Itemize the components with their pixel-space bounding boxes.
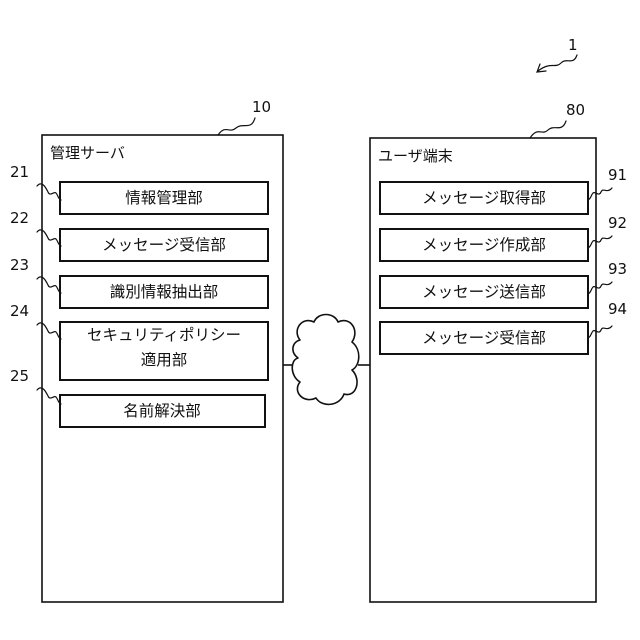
- terminal-unit-93-ref: 93: [608, 260, 627, 278]
- server-unit-22-label: メッセージ受信部: [102, 236, 226, 254]
- terminal-unit-92-ref: 92: [608, 214, 627, 232]
- terminal-unit-94-ref: 94: [608, 300, 627, 318]
- server-unit-24-label-line-2: 適用部: [141, 351, 188, 369]
- server-unit-22-ref: 22: [10, 209, 29, 227]
- server-unit-23-label: 識別情報抽出部: [110, 283, 219, 301]
- terminal-unit-92-label: メッセージ作成部: [422, 236, 546, 254]
- figure-ref-label: 1: [568, 36, 578, 54]
- server-unit-23-ref: 23: [10, 256, 29, 274]
- server-unit-24-ref: 24: [10, 302, 29, 320]
- terminal-ref-label: 80: [566, 101, 585, 119]
- server-ref-label: 10: [252, 98, 271, 116]
- terminal-unit-91-label: メッセージ取得部: [422, 189, 546, 207]
- server-unit-21-ref: 21: [10, 163, 29, 181]
- server-unit-25-label: 名前解決部: [123, 402, 201, 420]
- server-block: 管理サーバ 10 情報管理部 21 メッセージ受信部 22 識別情報抽出部 23: [10, 98, 283, 602]
- terminal-title: ユーザ端末: [378, 147, 453, 165]
- terminal-unit-93-label: メッセージ送信部: [422, 283, 546, 301]
- server-title: 管理サーバ: [50, 144, 125, 162]
- terminal-unit-91-ref: 91: [608, 166, 627, 184]
- cloud-icon: [292, 315, 359, 405]
- server-unit-24-label-line-1: セキュリティポリシー: [87, 326, 241, 344]
- terminal-unit-94-label: メッセージ受信部: [422, 329, 546, 347]
- server-unit-25-ref: 25: [10, 367, 29, 385]
- server-unit-21-label: 情報管理部: [125, 189, 203, 207]
- terminal-block: ユーザ端末 80 メッセージ取得部 91 メッセージ作成部 92 メッセージ送信…: [370, 101, 627, 602]
